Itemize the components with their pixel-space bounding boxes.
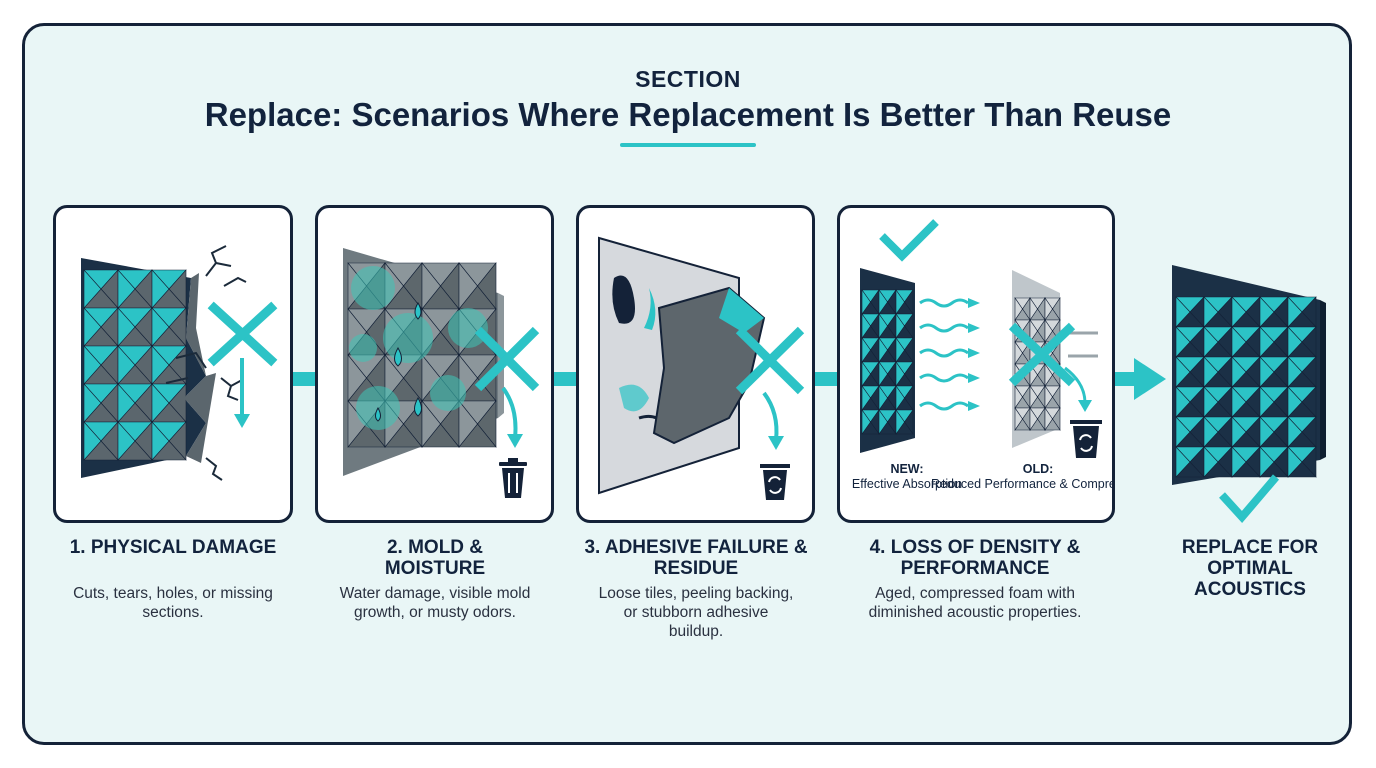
card-adhesive-failure — [576, 205, 815, 523]
arrow-down-icon — [234, 358, 250, 428]
step-heading-1: 1. PHYSICAL DAMAGE — [69, 537, 277, 558]
recycle-bin-icon — [1070, 420, 1102, 458]
step-desc-2: Water damage, visible mold growth, or mu… — [339, 585, 531, 621]
card-mold-moisture — [315, 205, 554, 523]
card-physical-damage — [53, 205, 293, 523]
card-loss-of-density: NEW: Effective Absorption OLD: Reduced P… — [837, 205, 1115, 523]
connector-3-4 — [814, 372, 838, 386]
check-mark-icon — [1219, 474, 1280, 524]
section-eyebrow: SECTION — [635, 66, 741, 92]
old-label: OLD: — [1023, 462, 1054, 476]
step-heading-5: REPLACE FOR OPTIMAL ACOUSTICS — [1181, 537, 1319, 600]
peeling-panel — [598, 236, 766, 495]
step-heading-2: 2. MOLD & MOISTURE — [384, 537, 486, 579]
step-desc-1: Cuts, tears, holes, or missing sections. — [73, 585, 273, 621]
damaged-foam-panel — [81, 258, 216, 478]
connector-1-2 — [292, 372, 316, 386]
connector-4-5 — [1114, 372, 1140, 386]
trash-can-icon — [499, 458, 527, 498]
step-desc-4: Aged, compressed foam with diminished ac… — [868, 585, 1082, 621]
step-heading-3: 3. ADHESIVE FAILURE & RESIDUE — [584, 537, 808, 579]
x-mark-icon — [207, 301, 278, 367]
title-underline — [620, 143, 756, 147]
new-text: Effective Absorption — [852, 477, 962, 491]
old-text: Reduced Performance & Compression — [931, 477, 1115, 491]
check-mark-icon — [879, 219, 939, 262]
arrow-right-icon — [1134, 358, 1166, 400]
new-label: NEW: — [890, 462, 923, 476]
step-desc-3: Loose tiles, peeling backing, or stubbor… — [598, 585, 794, 640]
x-mark-icon — [1008, 322, 1076, 387]
x-mark-icon — [735, 326, 805, 395]
step-heading-4: 4. LOSS OF DENSITY & PERFORMANCE — [869, 537, 1081, 579]
page-title: Replace: Scenarios Where Replacement Is … — [204, 96, 1172, 133]
x-mark-icon — [474, 326, 540, 392]
moldy-foam-panel — [343, 248, 504, 476]
sound-wave-icon — [919, 298, 969, 411]
new-foam-panel — [1172, 265, 1326, 524]
new-foam-panel — [860, 268, 915, 453]
recycle-bin-icon — [760, 464, 790, 500]
water-drop-icon — [375, 302, 422, 422]
connector-2-3 — [553, 372, 577, 386]
crack-icon — [165, 245, 247, 481]
